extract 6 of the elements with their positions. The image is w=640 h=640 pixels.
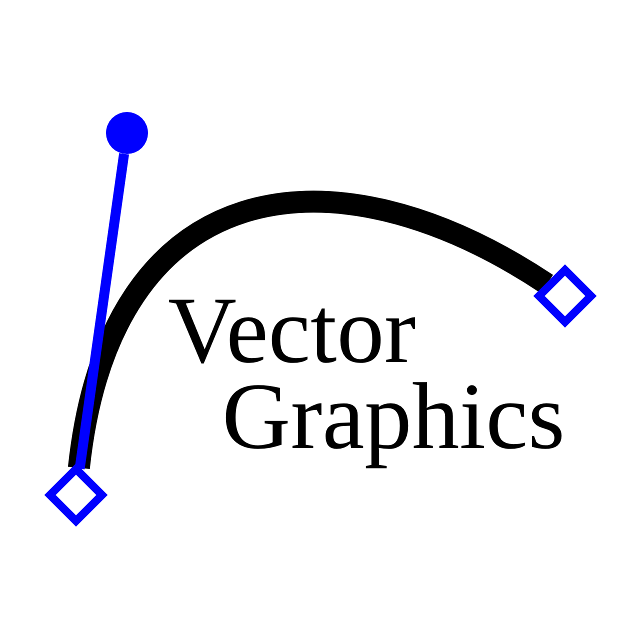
control-handle-line xyxy=(74,153,130,470)
control-point-dot xyxy=(106,112,148,154)
anchor-point-diamond xyxy=(535,266,595,326)
diagram-title: Vector Graphics xyxy=(167,277,566,469)
bezier-curve xyxy=(68,192,553,470)
anchor-point-diamond xyxy=(46,465,106,525)
